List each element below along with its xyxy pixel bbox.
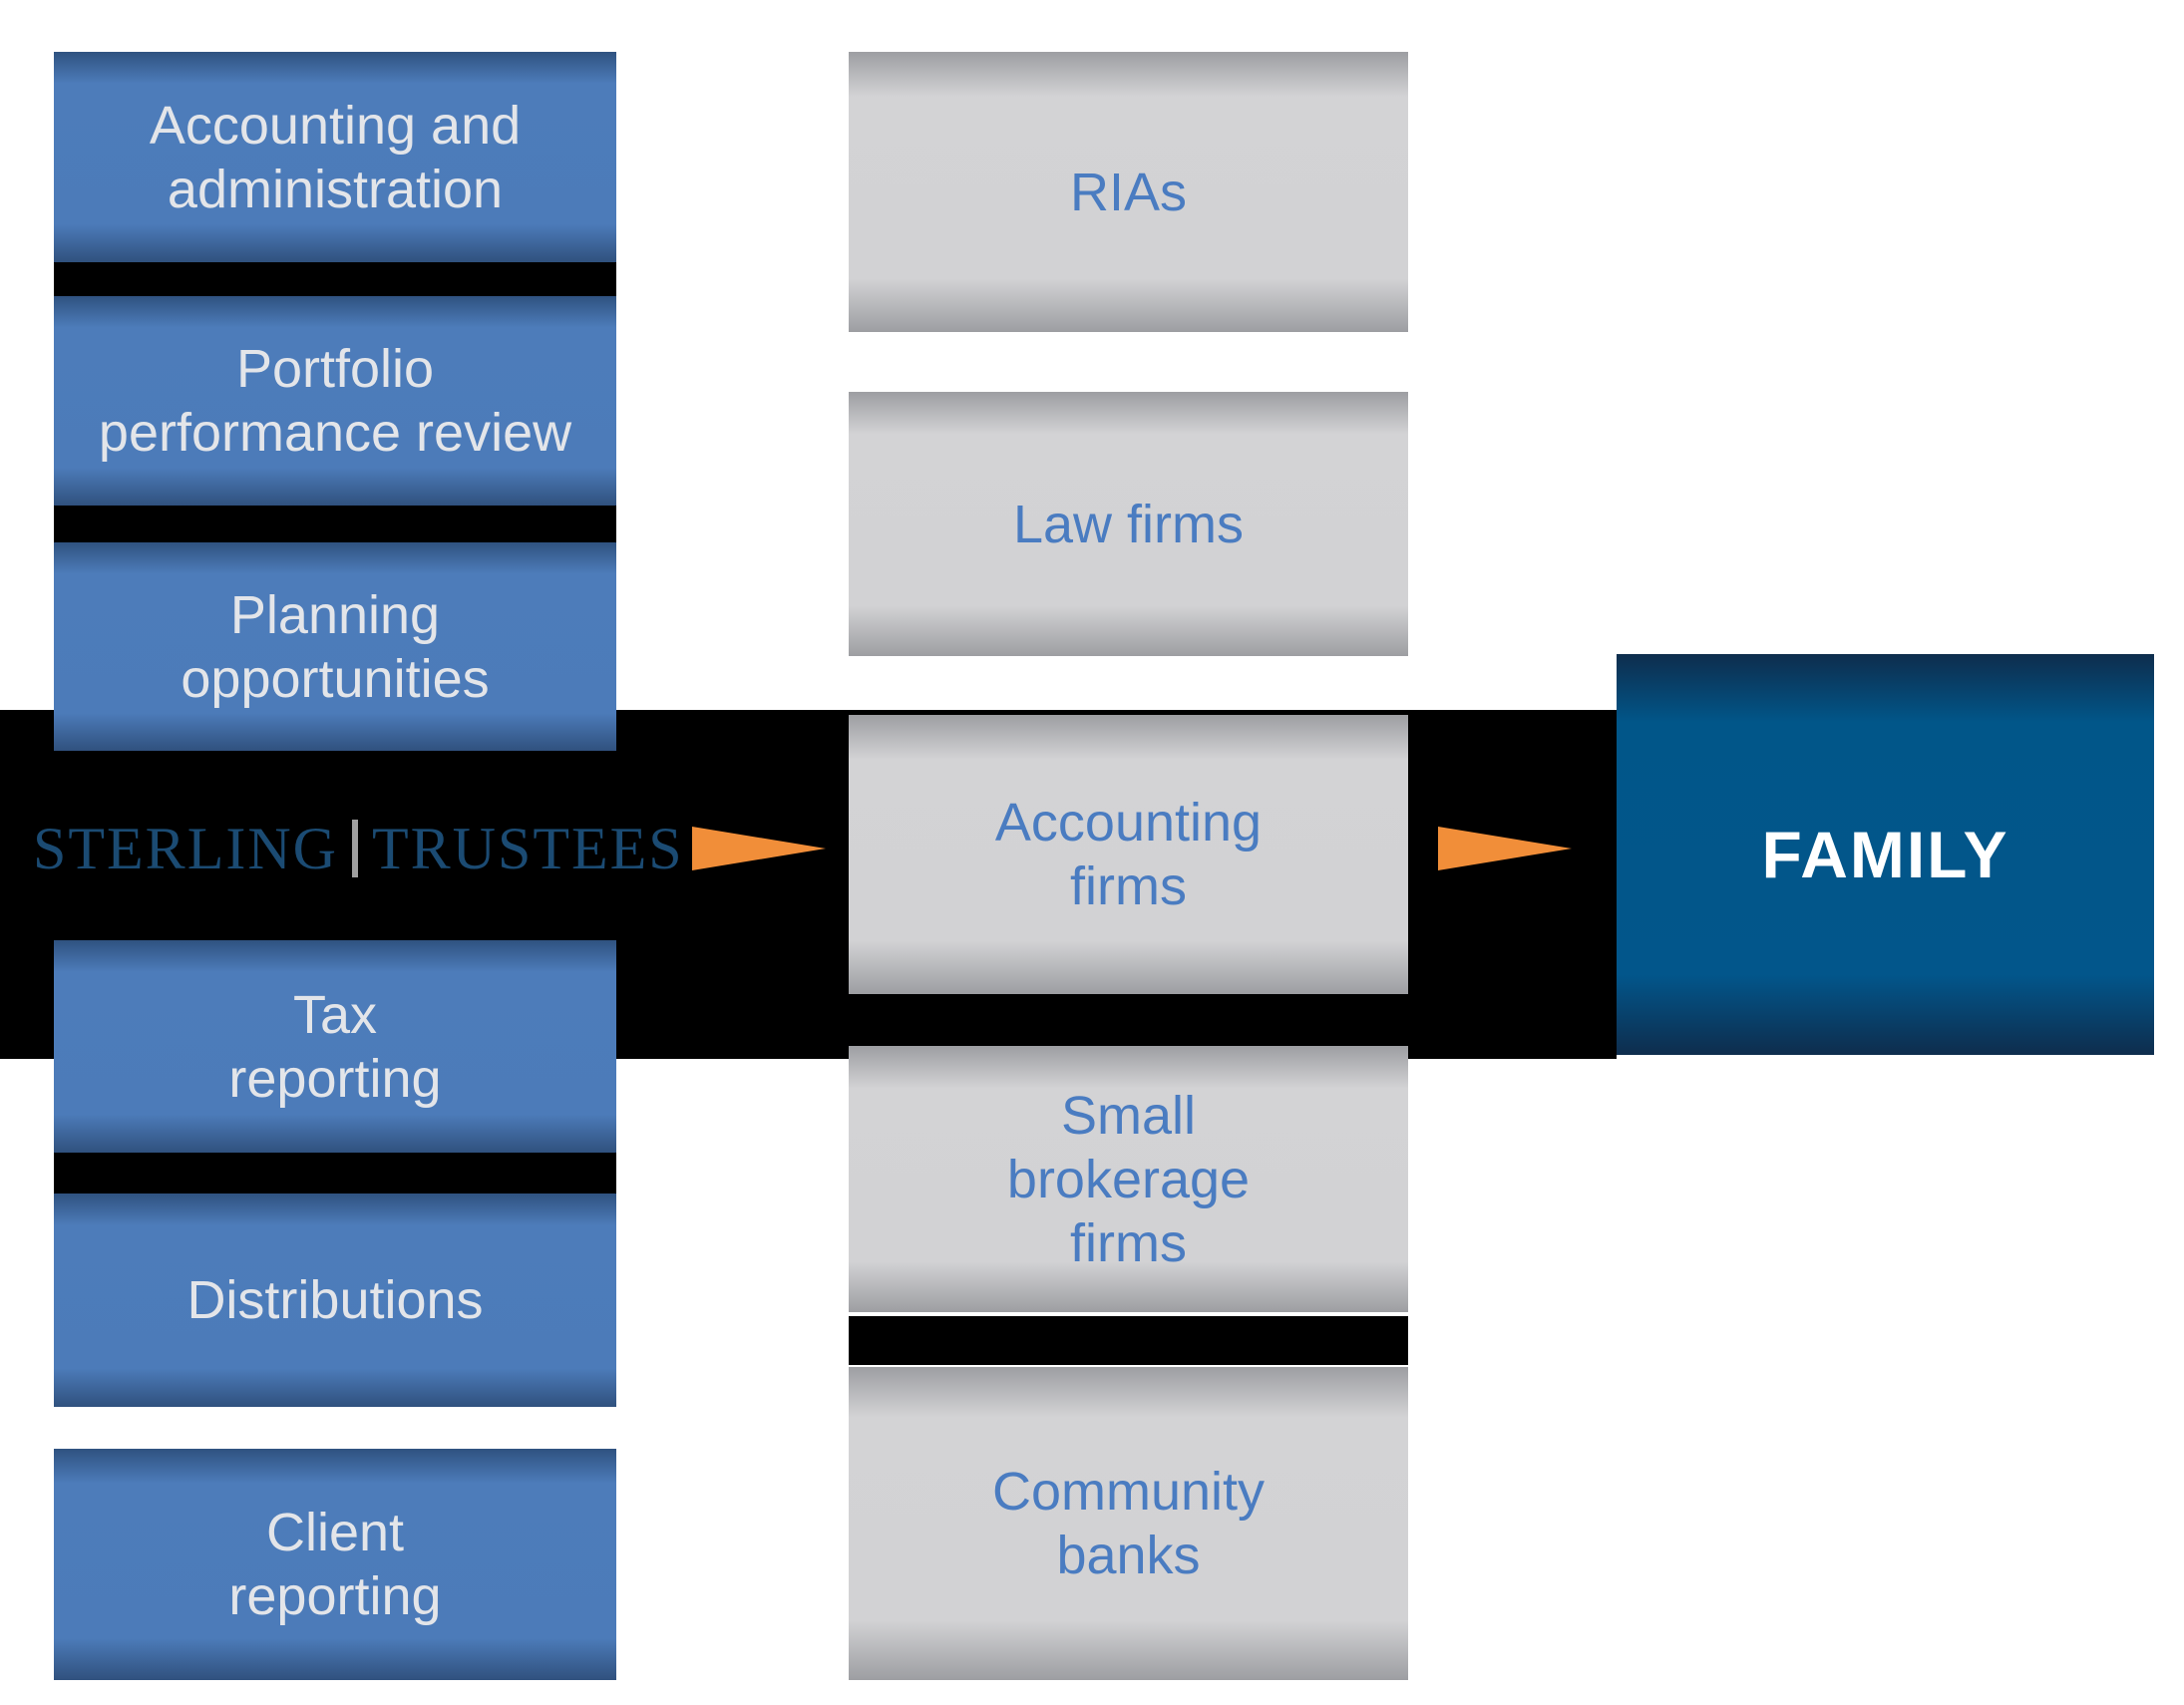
service-label: Accounting and administration — [149, 95, 522, 219]
sterling-trustees-logo: STERLING TRUSTEES — [33, 804, 684, 893]
intermediary-label: Small brokerage firms — [1006, 1085, 1251, 1273]
service-box-tax-reporting: Tax reporting — [54, 940, 616, 1153]
family-label: FAMILY — [1761, 818, 2009, 891]
service-label: Planning opportunities — [181, 584, 490, 709]
intermediary-label: Law firms — [1012, 494, 1245, 554]
intermediary-box-law-firms: Law firms — [849, 392, 1408, 656]
left-separator-bar-1 — [54, 262, 616, 296]
intermediary-label: RIAs — [1069, 162, 1188, 222]
service-box-portfolio-performance-review: Portfolio performance review — [54, 296, 616, 506]
logo-divider — [351, 820, 358, 877]
left-separator-bar-3 — [54, 1153, 616, 1194]
arrow-intermediaries-to-family-icon — [1438, 827, 1572, 870]
service-box-distributions: Distributions — [54, 1194, 616, 1407]
logo-trustees-text: TRUSTEES — [371, 815, 684, 881]
service-label: Tax reporting — [228, 984, 442, 1109]
service-box-accounting-and-administration: Accounting and administration — [54, 52, 616, 262]
intermediary-box-small-brokerage-firms: Small brokerage firms — [849, 1046, 1408, 1312]
left-separator-bar-2 — [54, 506, 616, 542]
service-label: Distributions — [186, 1270, 484, 1330]
family-box: FAMILY — [1617, 654, 2154, 1055]
service-label: Portfolio performance review — [98, 339, 572, 463]
middle-separator-bar — [849, 1316, 1408, 1365]
intermediary-box-accounting-firms: Accounting firms — [849, 715, 1408, 994]
intermediary-label: Accounting firms — [994, 793, 1263, 916]
service-label: Client reporting — [228, 1503, 442, 1626]
logo-sterling-text: STERLING — [33, 815, 338, 881]
intermediary-label: Community banks — [991, 1462, 1266, 1585]
intermediary-box-rias: RIAs — [849, 52, 1408, 332]
arrow-sterling-to-intermediaries-icon — [692, 827, 826, 870]
service-box-client-reporting: Client reporting — [54, 1449, 616, 1680]
service-box-planning-opportunities: Planning opportunities — [54, 542, 616, 751]
intermediary-box-community-banks: Community banks — [849, 1367, 1408, 1680]
